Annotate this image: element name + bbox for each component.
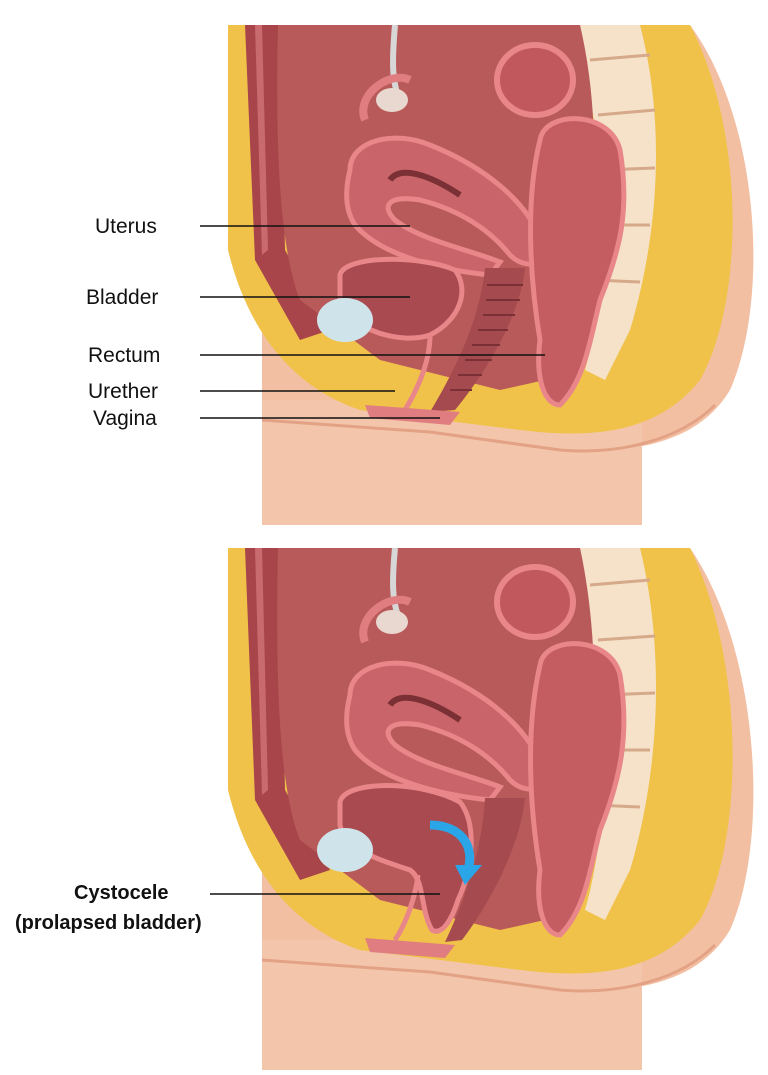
- label-uterus: Uterus: [95, 215, 157, 238]
- vagina: [445, 798, 525, 942]
- normal-pelvis-illustration: [228, 24, 754, 525]
- colon-loop: [494, 564, 576, 640]
- label-leader-lines: [210, 893, 440, 895]
- cystocele-pelvis-illustration: [228, 547, 754, 1070]
- abdominal-muscle: [245, 548, 330, 880]
- rectum: [528, 116, 627, 408]
- label-prolapsed-bladder: (prolapsed bladder): [15, 912, 202, 934]
- prolapse-arrow-icon: [429, 820, 475, 872]
- label-cystocele: Cystocele: [74, 882, 169, 904]
- label-bladder: Bladder: [86, 286, 159, 309]
- abdominal-muscle: [245, 25, 330, 340]
- cystocele-anatomy-panel: Cystocele (prolapsed bladder): [0, 540, 768, 1075]
- colon-loop: [494, 42, 576, 118]
- label-vagina: Vagina: [93, 407, 157, 430]
- label-urether: Urether: [88, 380, 159, 403]
- label-leader-lines: [200, 225, 545, 419]
- normal-anatomy-panel: Uterus Bladder Rectum Urether Vagina: [0, 0, 768, 530]
- rectum: [528, 641, 627, 938]
- vagina: [430, 268, 525, 412]
- label-rectum: Rectum: [88, 344, 161, 367]
